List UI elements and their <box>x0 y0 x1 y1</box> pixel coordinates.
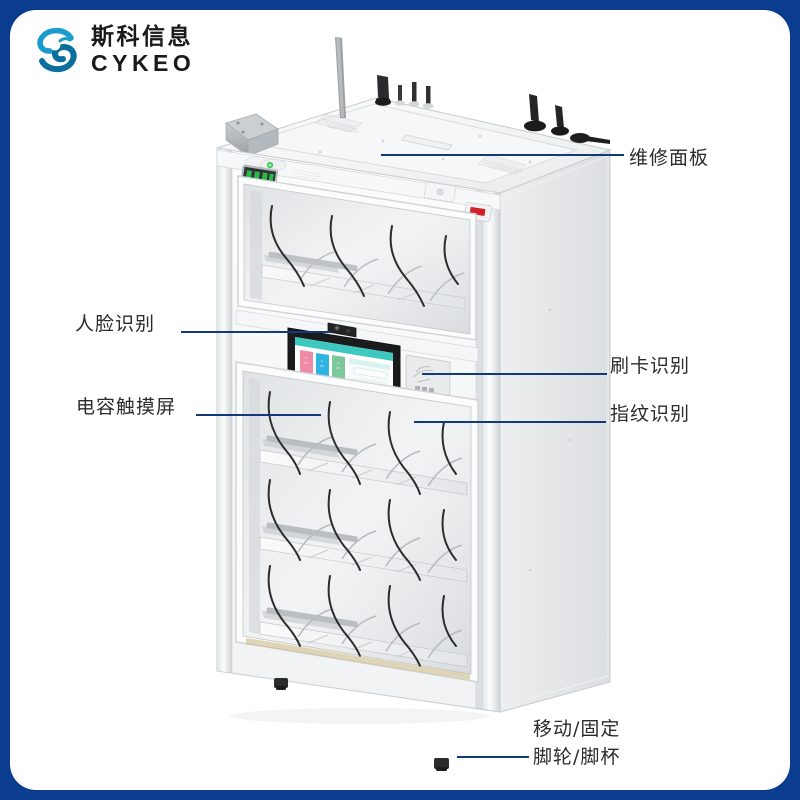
callout-label-fingerprint: 指纹识别 <box>610 403 691 425</box>
leader-line-face-recognition <box>181 331 331 333</box>
content-canvas: 斯科信息 CYKEO <box>10 10 790 790</box>
caster-foot <box>434 758 449 771</box>
power-plugs <box>524 94 610 144</box>
upper-glass-window <box>237 175 477 341</box>
shelf-tray <box>261 251 466 310</box>
cabinet-front-face <box>216 147 501 713</box>
maintenance-top-panel <box>216 37 612 207</box>
callout-label-casters: 移动/固定 脚轮/脚杯 <box>533 716 620 771</box>
brand-name-cn: 斯科信息 <box>91 23 193 50</box>
callout-label-casters-line2: 脚轮/脚杯 <box>533 745 621 768</box>
brand-name-en: CYKEO <box>91 49 196 76</box>
lock-panel <box>423 181 457 203</box>
antenna-icon <box>335 37 346 118</box>
callout-label-service-panel: 维修面板 <box>629 147 710 169</box>
caster-foot <box>274 678 288 690</box>
cykeo-swirl-logo-icon <box>30 24 82 76</box>
callout-label-touchscreen: 电容触摸屏 <box>76 396 177 418</box>
vent-grille <box>477 154 527 175</box>
leader-line-touchscreen <box>196 414 321 416</box>
brand-wordmark: 斯科信息 CYKEO <box>91 23 196 76</box>
leader-line-casters <box>457 756 529 758</box>
product-illustration <box>216 37 612 771</box>
callout-label-face-recognition: 人脸识别 <box>75 313 156 335</box>
leader-line-card-reader <box>422 373 607 375</box>
brand-logo: 斯科信息 CYKEO <box>30 24 195 76</box>
top-connectors <box>375 75 434 109</box>
callout-label-casters-line1: 移动/固定 <box>533 718 621 740</box>
power-indicator-light <box>244 156 287 171</box>
leader-line-fingerprint <box>414 421 606 423</box>
face-recognition-camera <box>327 322 357 338</box>
lower-glass-window <box>235 361 479 683</box>
leader-line-service-panel <box>381 154 624 156</box>
cabinet-right-side-panel <box>499 149 611 713</box>
corner-module-box <box>225 113 279 157</box>
vent-grille <box>315 113 363 134</box>
callout-label-card-reader: 刷卡识别 <box>610 355 691 377</box>
